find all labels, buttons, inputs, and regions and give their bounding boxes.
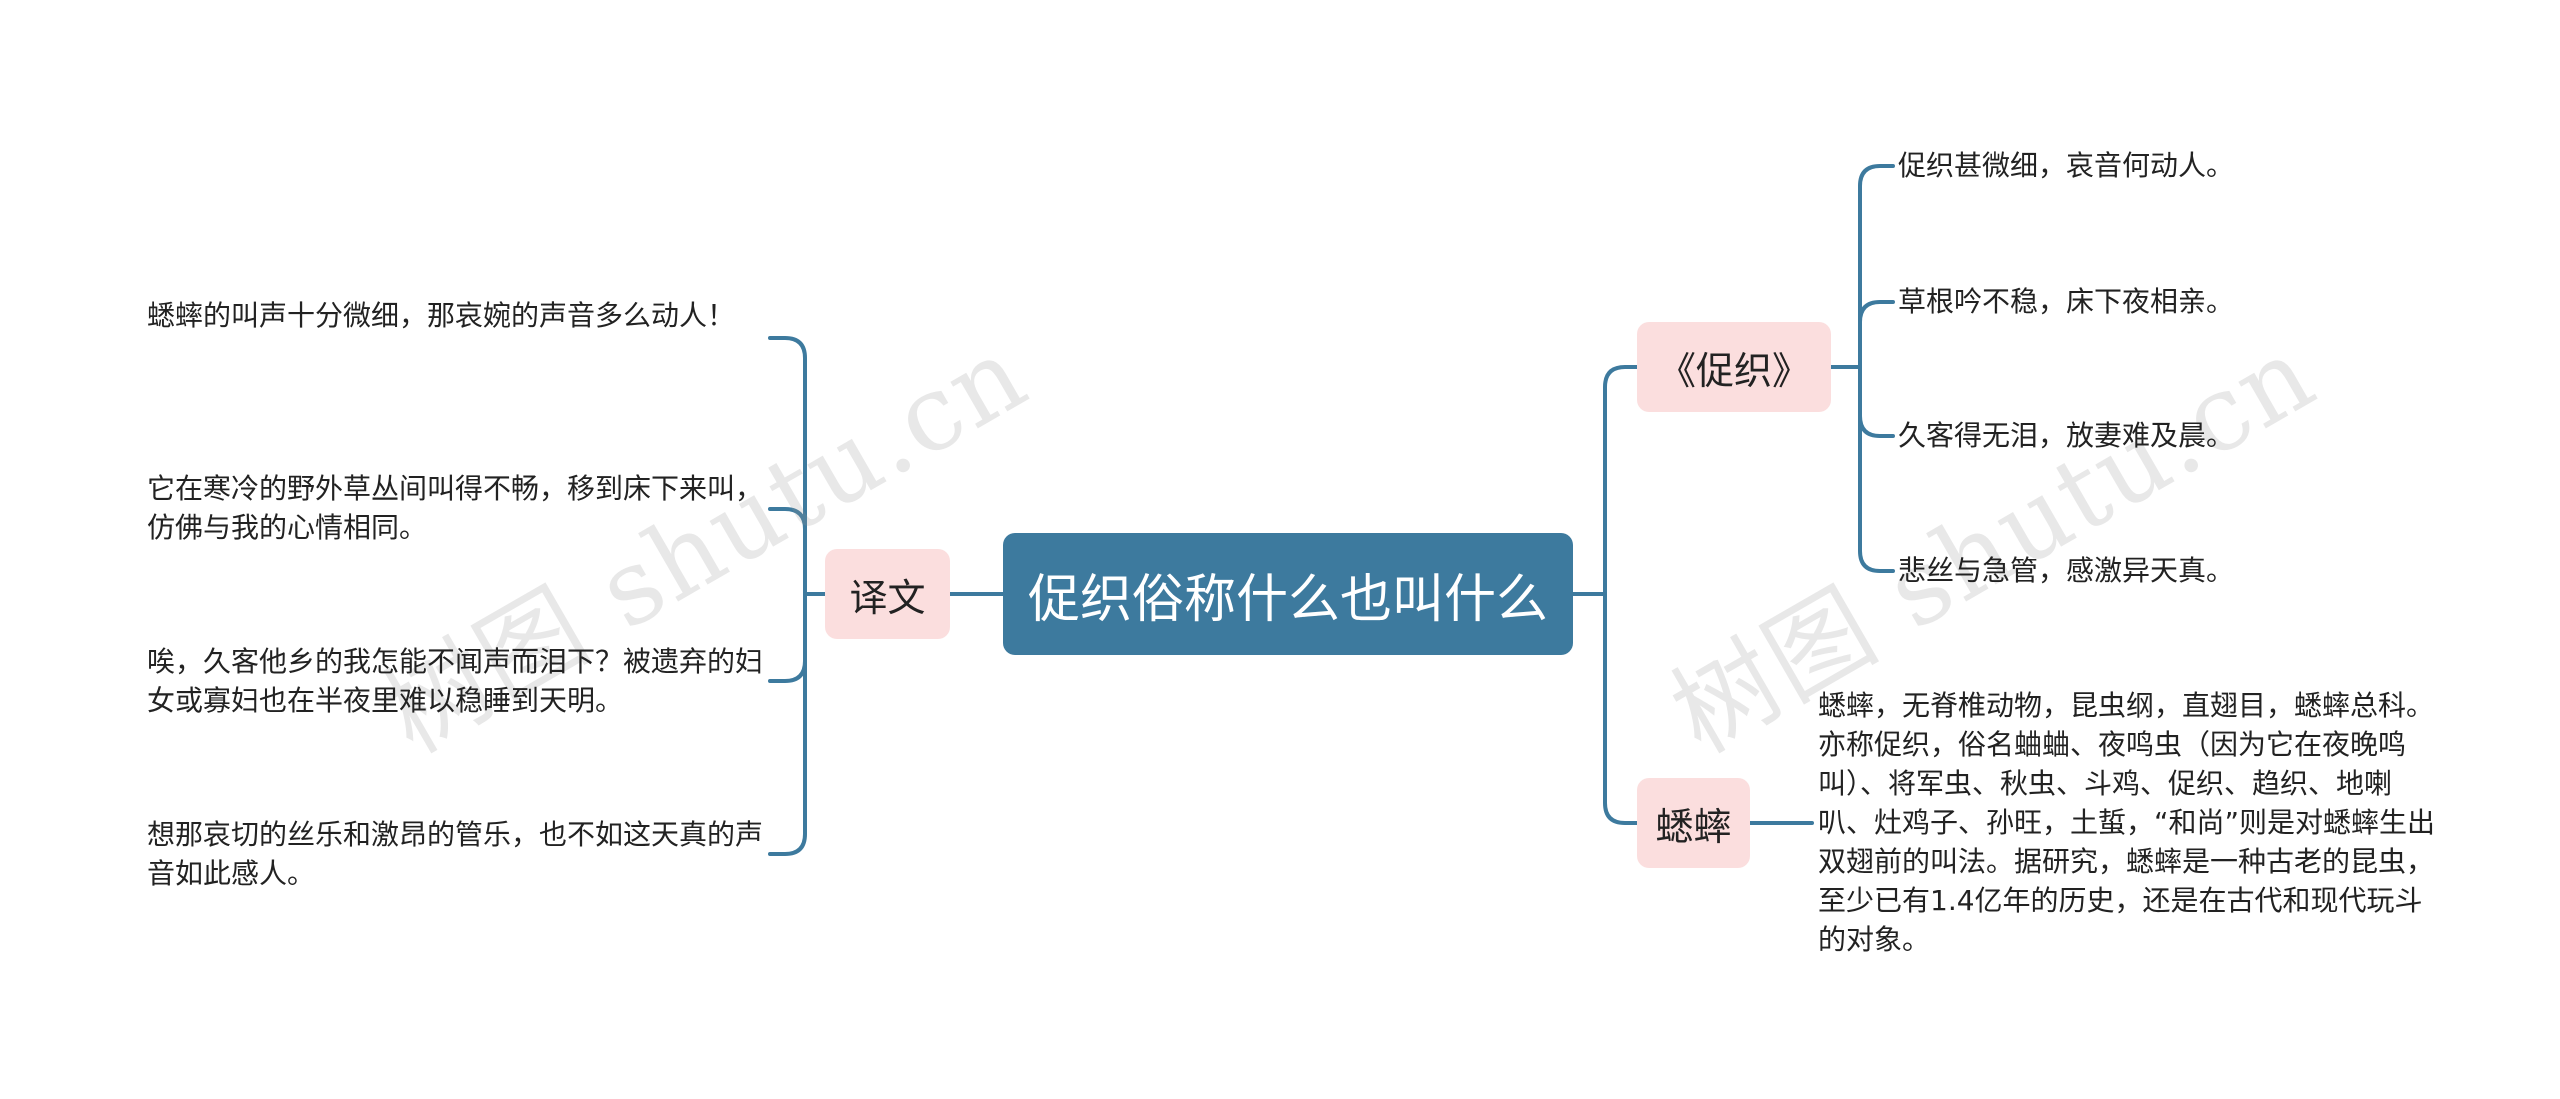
connector-translation-leaf-3 [768, 592, 807, 683]
connector-root-to-cricket [1603, 592, 1639, 825]
poem-line-4[interactable]: 悲丝与急管，感激异天真。 [1898, 554, 2235, 587]
connector-translation-leaf-1 [768, 336, 807, 596]
translation-leaf-4[interactable]: 想那哀切的丝乐和激昂的管乐，也不如这天真的声音如此感人。 [147, 818, 764, 890]
connector-poem-leaf-2 [1858, 300, 1895, 369]
connector-translation-leaf-2 [768, 507, 807, 596]
poem-line-1[interactable]: 促织甚微细，哀音何动人。 [1898, 149, 2235, 182]
poem-line-3[interactable]: 久客得无泪，放妻难及晨。 [1898, 419, 2235, 452]
poem-line-2[interactable]: 草根吟不稳，床下夜相亲。 [1898, 285, 2235, 318]
branch-translation[interactable]: 译文 [825, 549, 950, 639]
translation-leaf-3[interactable]: 唉，久客他乡的我怎能不闻声而泪下？被遗弃的妇女或寡妇也在半夜里难以稳睡到天明。 [147, 645, 764, 717]
cricket-description[interactable]: 蟋蟀，无脊椎动物，昆虫纲，直翅目，蟋蟀总科。亦称促织，俗名蛐蛐、夜鸣虫（因为它在… [1818, 689, 2436, 956]
translation-leaf-1[interactable]: 蟋蟀的叫声十分微细，那哀婉的声音多么动人！ [147, 299, 736, 332]
branch-poem[interactable]: 《促织》 [1637, 322, 1831, 412]
connector-root-to-poem [1603, 365, 1639, 596]
connector-poem-leaf-4 [1858, 365, 1895, 573]
connector-poem-leaf-1 [1858, 164, 1895, 369]
connector-poem-leaf-3 [1858, 365, 1895, 438]
connector-translation-leaf-4 [768, 592, 807, 856]
root-topic[interactable]: 促织俗称什么也叫什么 [1003, 533, 1573, 655]
branch-cricket[interactable]: 蟋蟀 [1637, 778, 1750, 868]
translation-leaf-2[interactable]: 它在寒冷的野外草丛间叫得不畅，移到床下来叫，仿佛与我的心情相同。 [147, 472, 764, 544]
